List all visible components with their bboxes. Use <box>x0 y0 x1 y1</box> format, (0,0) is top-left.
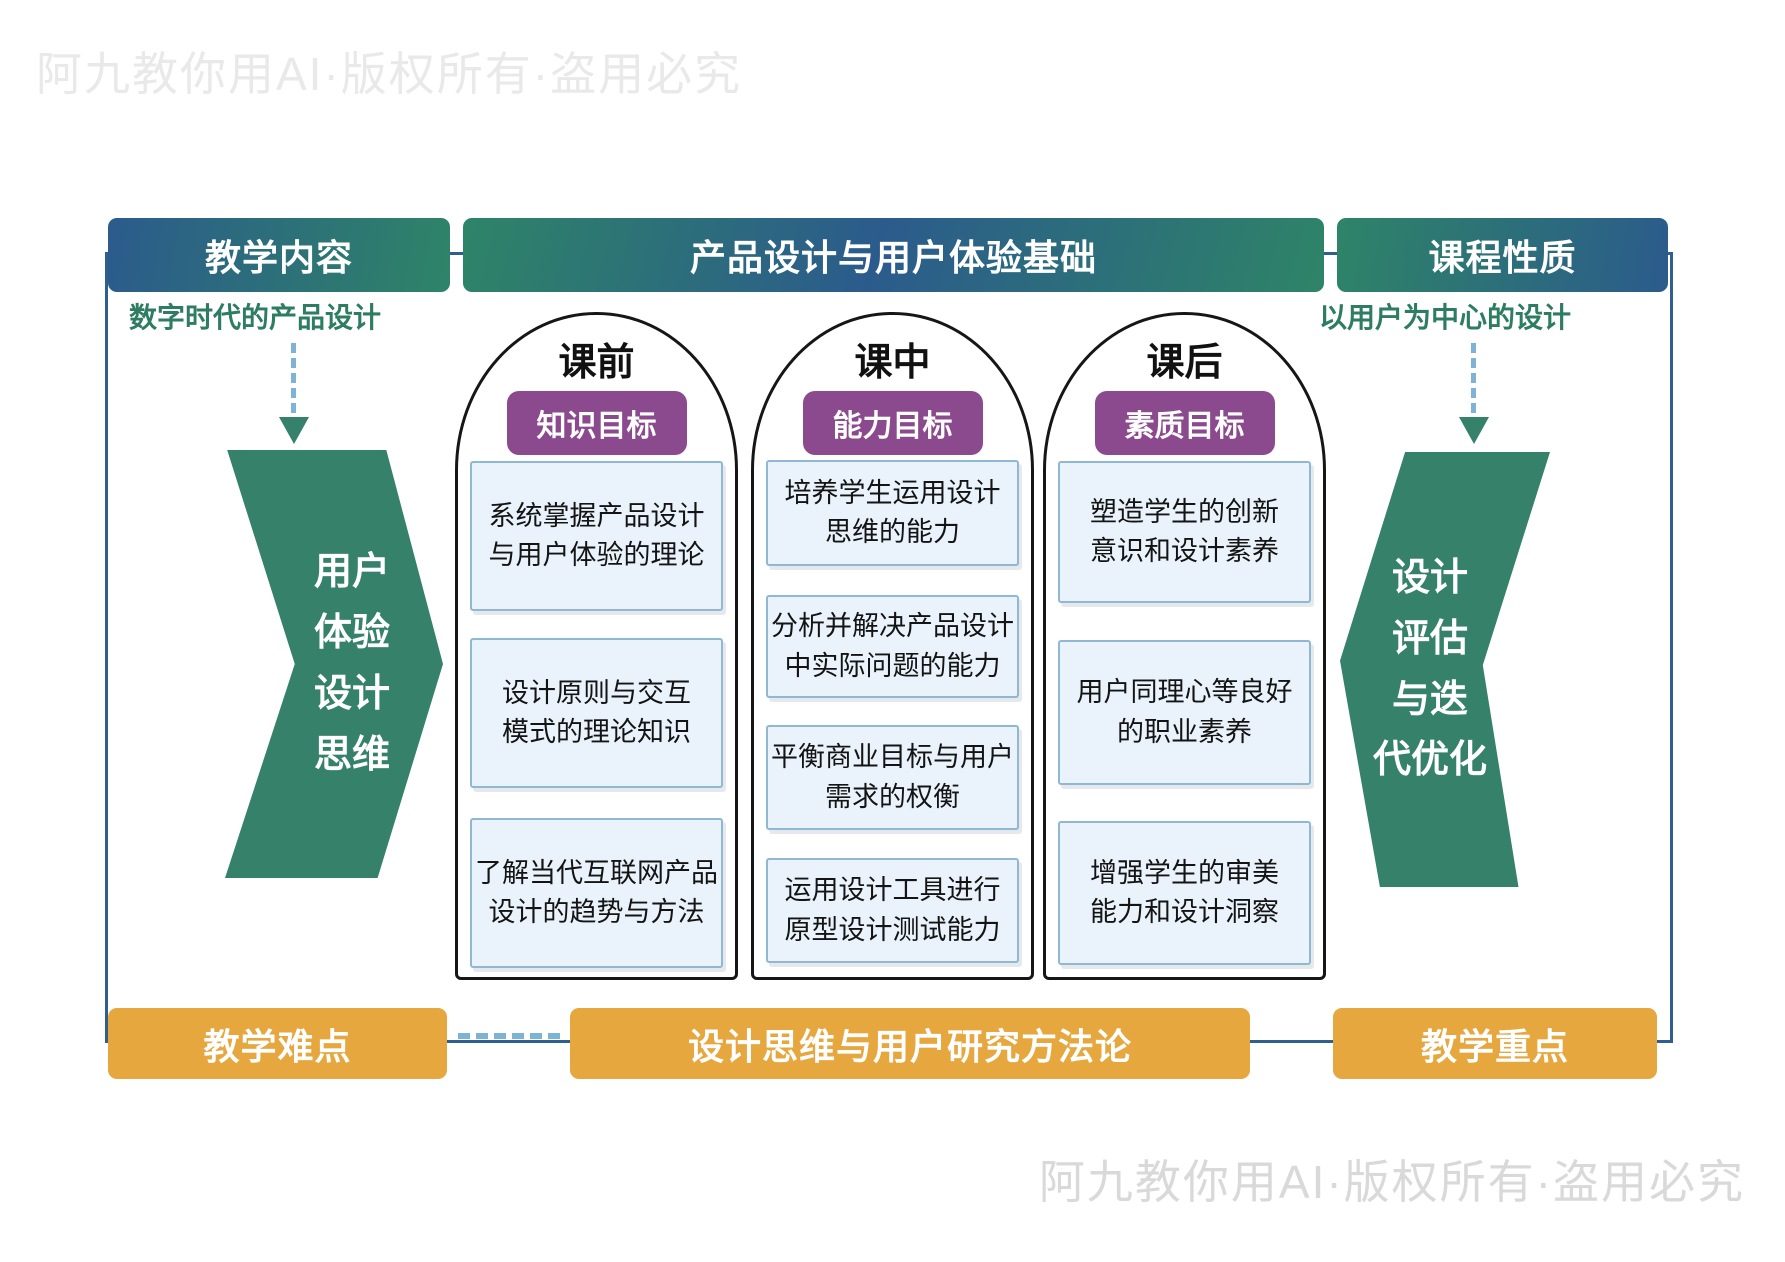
footer-teaching-focus: 教学重点 <box>1333 1008 1657 1079</box>
header-course-title: 产品设计与用户体验基础 <box>463 218 1324 292</box>
badge-ability-goal: 能力目标 <box>802 391 983 455</box>
column-before-class: 课前 知识目标 系统掌握产品设计 与用户体验的理论 设计原则与交互 模式的理论知… <box>455 312 738 980</box>
column-title: 课前 <box>558 342 635 384</box>
objective-box: 设计原则与交互 模式的理论知识 <box>470 638 723 788</box>
objective-box: 了解当代互联网产品 设计的趋势与方法 <box>470 818 723 968</box>
objective-box: 塑造学生的创新 意识和设计素养 <box>1058 461 1311 603</box>
objective-box: 运用设计工具进行 原型设计测试能力 <box>766 858 1019 963</box>
objective-box: 增强学生的审美 能力和设计洞察 <box>1058 821 1311 965</box>
dashed-connector-bottom-left <box>458 1033 560 1039</box>
arrow-down-icon-right <box>1459 417 1489 444</box>
dashed-arrow-line-left <box>291 343 296 413</box>
watermark-bottom: 阿九教你用AI·版权所有·盗用必究 <box>1038 1156 1745 1208</box>
column-title: 课后 <box>1146 342 1223 384</box>
header-course-nature: 课程性质 <box>1337 218 1668 292</box>
annotation-right: 以用户为中心的设计 <box>1318 302 1571 333</box>
badge-knowledge-goal: 知识目标 <box>506 391 687 455</box>
objective-box: 培养学生运用设计 思维的能力 <box>766 460 1019 566</box>
arrow-down-icon-left <box>279 417 309 444</box>
objective-box: 分析并解决产品设计 中实际问题的能力 <box>766 595 1019 698</box>
badge-quality-goal: 素质目标 <box>1094 391 1275 455</box>
header-teaching-content: 教学内容 <box>108 218 450 292</box>
column-title: 课中 <box>854 342 931 384</box>
objective-box: 用户同理心等良好 的职业素养 <box>1058 640 1311 785</box>
objective-box: 平衡商业目标与用户 需求的权衡 <box>766 725 1019 830</box>
objective-box: 系统掌握产品设计 与用户体验的理论 <box>470 461 723 611</box>
annotation-left: 数字时代的产品设计 <box>128 302 381 333</box>
footer-teaching-difficulty: 教学难点 <box>108 1008 447 1079</box>
watermark-top: 阿九教你用AI·版权所有·盗用必究 <box>36 48 743 100</box>
dashed-arrow-line-right <box>1471 343 1476 413</box>
footer-methodology: 设计思维与用户研究方法论 <box>570 1008 1250 1079</box>
column-in-class: 课中 能力目标 培养学生运用设计 思维的能力 分析并解决产品设计 中实际问题的能… <box>751 312 1034 980</box>
column-after-class: 课后 素质目标 塑造学生的创新 意识和设计素养 用户同理心等良好 的职业素养 增… <box>1043 312 1326 980</box>
